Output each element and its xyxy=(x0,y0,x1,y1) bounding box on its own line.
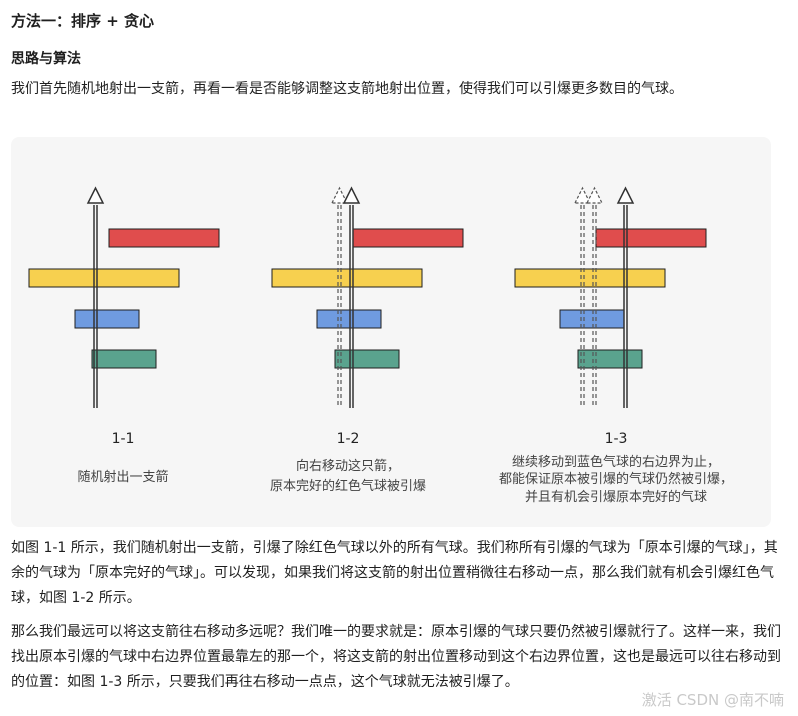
balloon-green xyxy=(577,349,643,369)
section-subheading: 思路与算法 xyxy=(11,51,81,67)
panel-label: 1-1 xyxy=(112,431,135,447)
paragraph-intro: 我们首先随机地射出一支箭，再看一看是否能够调整这支箭地射出位置，使得我们可以引爆… xyxy=(11,81,683,97)
panel-caption-line: 向右移动这只箭， xyxy=(296,458,400,474)
panel-1-1: 1-1 随机射出一支箭 xyxy=(28,186,220,485)
balloon-red xyxy=(595,228,707,248)
panel-caption-line: 随机射出一支箭 xyxy=(77,469,168,485)
balloon-blue xyxy=(74,309,140,329)
panel-1-3: 1-3 继续移动到蓝色气球的右边界为止， 都能保证原本被引爆的气球仍然被引爆， … xyxy=(499,186,733,505)
balloon-green xyxy=(91,349,157,369)
arrow-solid xyxy=(342,186,361,408)
arrow-dashed-previous xyxy=(586,186,603,408)
panel-1-2: 1-2 向右移动这只箭， 原本完好的红色气球被引爆 xyxy=(270,186,464,494)
balloon-red xyxy=(108,228,220,248)
arrow-solid xyxy=(616,186,635,408)
balloon-yellow xyxy=(514,268,666,288)
watermark: 激活 CSDN @南不喃 xyxy=(641,691,784,709)
balloon-blue xyxy=(316,309,382,329)
balloon-yellow xyxy=(28,268,180,288)
section-heading: 方法一：排序 + 贪心 xyxy=(11,12,155,30)
panel-label: 1-2 xyxy=(337,431,360,447)
arrow-dashed-original xyxy=(574,186,591,408)
balloon-arrow-figure: 1-1 随机射出一支箭 1-2 向右移动这只箭， 原本完好的红色气球被引爆 xyxy=(11,137,771,527)
balloon-yellow xyxy=(271,268,423,288)
balloon-green xyxy=(334,349,400,369)
figure-canvas: 1-1 随机射出一支箭 1-2 向右移动这只箭， 原本完好的红色气球被引爆 xyxy=(28,186,733,505)
panel-label: 1-3 xyxy=(605,431,628,447)
panel-caption-line: 并且有机会引爆原本完好的气球 xyxy=(525,489,707,505)
balloon-red xyxy=(352,228,464,248)
arrow-solid xyxy=(86,186,105,408)
panel-caption-line: 原本完好的红色气球被引爆 xyxy=(270,478,426,494)
panel-caption-line: 都能保证原本被引爆的气球仍然被引爆， xyxy=(499,471,733,487)
arrow-dashed-original xyxy=(331,186,348,408)
balloon-blue xyxy=(559,309,625,329)
paragraph-move-limit: 那么我们最远可以将这支箭往右移动多远呢？我们唯一的要求就是：原本引爆的气球只要仍… xyxy=(11,624,781,690)
panel-caption-line: 继续移动到蓝色气球的右边界为止， xyxy=(512,454,720,470)
paragraph-figure-explanation: 如图 1-1 所示，我们随机射出一支箭，引爆了除红色气球以外的所有气球。我们称所… xyxy=(11,540,778,606)
